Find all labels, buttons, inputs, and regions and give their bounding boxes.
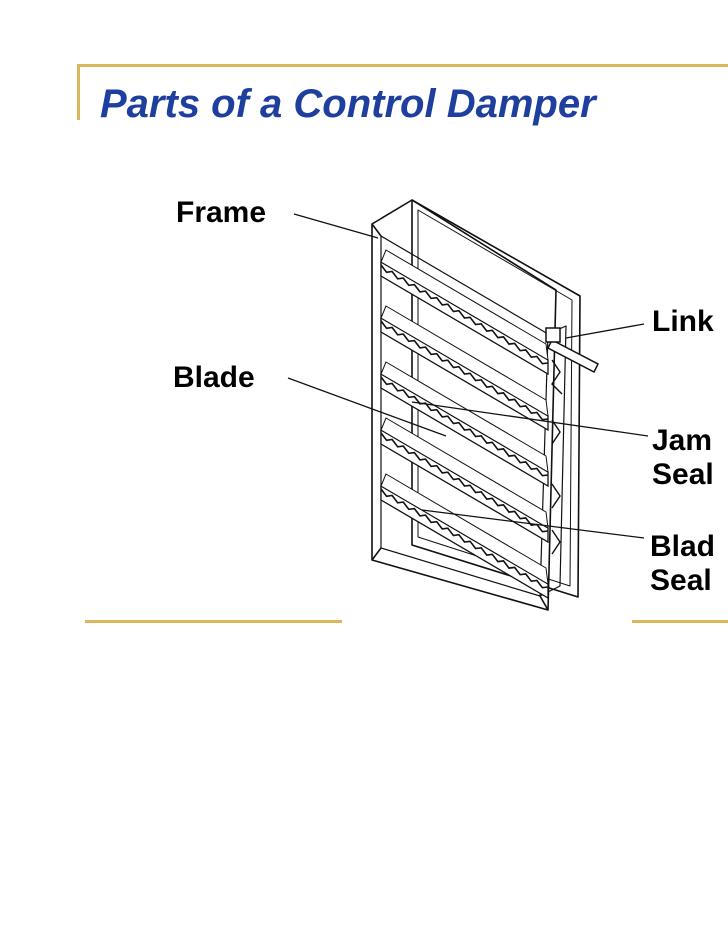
bottom-rule-right [632,620,728,623]
frame-label: Frame [176,196,267,229]
linkage-bracket [545,327,561,343]
damper-blade-face [380,249,549,361]
bottom-rule-left [85,620,342,623]
blade-leader [287,377,447,437]
blade-seal [380,376,549,477]
linkage-leader [565,323,645,339]
damper-blade-face [380,305,549,417]
damper-frame [371,199,557,611]
blade-seal-label: Blad Seal [650,530,716,597]
jamb-hinge-3 [551,483,561,509]
blade-seal-leader [421,509,645,539]
blade-seal [380,264,549,365]
linkage-rod [546,338,600,374]
damper-blade-face [380,361,549,473]
jamb-seal-label: Jam Seal [652,424,714,491]
damper-back-flange-inner [417,209,573,587]
blade-seal [380,432,549,533]
jamb-hinge-4 [551,529,561,555]
title-rule-vertical [77,64,80,120]
blade-seal [380,320,549,421]
jamb-hinge-1 [551,359,563,395]
blade-seal [380,488,549,589]
damper-blade-face [380,473,549,585]
jamb-hinge-2 [551,419,561,445]
jamb-seal-leader [411,401,649,437]
linkage-label: Link [652,305,714,338]
damper-blade-face [380,417,549,529]
title-rule-horizontal [77,64,728,67]
slide-title: Parts of a Control Damper [100,82,596,126]
damper-back-flange [411,199,581,598]
frame-leader [293,213,379,239]
blade-label: Blade [173,361,255,394]
blade-group [380,249,549,600]
